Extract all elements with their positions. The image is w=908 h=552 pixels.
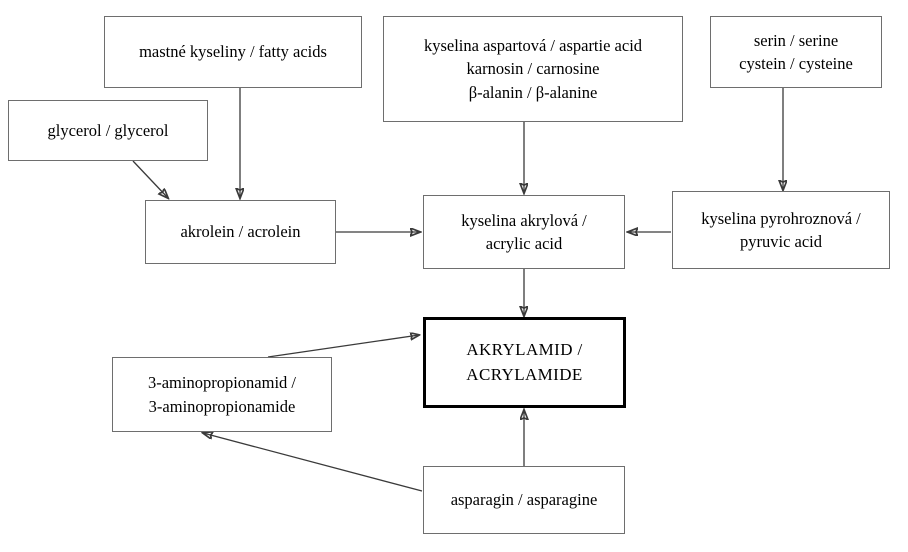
node-pyruvic-acid[interactable]: kyselina pyrohroznová / pyruvic acid — [672, 191, 890, 269]
node-acrylic-acid-line-2: acrylic acid — [485, 234, 563, 253]
node-acrylamide[interactable]: AKRYLAMID / ACRYLAMIDE — [423, 317, 626, 408]
node-acrylamide-line-2: ACRYLAMIDE — [466, 364, 583, 384]
node-aminopropionamide-line-1: 3-aminopropionamid / — [147, 373, 297, 393]
node-pyruvic-acid-line-1: kyselina pyrohroznová / — [701, 208, 861, 228]
node-aminopropionamide[interactable]: 3-aminopropionamid / 3-aminopropionamide — [112, 357, 332, 432]
edge-asparagine-to-aminopropionamide — [203, 433, 423, 492]
node-fatty-acids-line-1: mastné kyseliny / fatty acids — [139, 42, 327, 62]
node-aspartic-line-1: kyselina aspartová / aspartie acid — [423, 35, 643, 55]
node-acrolein-line-1: akrolein / acrolein — [180, 222, 301, 242]
node-aspartic-acid-group[interactable]: kyselina aspartová / aspartie acid karno… — [383, 16, 683, 122]
node-serine-cysteine-line-2: cystein / cysteine — [739, 54, 853, 73]
node-serine-cysteine-line-1: serin / serine — [753, 30, 839, 50]
node-glycerol-line-1: glycerol / glycerol — [47, 120, 169, 140]
node-serine-cysteine[interactable]: serin / serine cystein / cysteine — [710, 16, 882, 88]
node-glycerol[interactable]: glycerol / glycerol — [8, 100, 208, 161]
node-aspartic-line-2: karnosin / carnosine — [466, 59, 600, 79]
node-acrylic-acid-line-1: kyselina akrylová / — [461, 210, 587, 230]
node-fatty-acids[interactable]: mastné kyseliny / fatty acids — [104, 16, 362, 88]
node-asparagine[interactable]: asparagin / asparagine — [423, 466, 625, 534]
edge-aminopropionamide-to-acrylamide — [267, 335, 419, 358]
node-acrylic-acid[interactable]: kyselina akrylová / acrylic acid — [423, 195, 625, 269]
node-aminopropionamide-line-2: 3-aminopropionamide — [148, 396, 296, 416]
node-acrylamide-line-1: AKRYLAMID / — [466, 340, 583, 360]
node-asparagine-line-1: asparagin / asparagine — [450, 490, 598, 510]
node-pyruvic-acid-line-2: pyruvic acid — [739, 232, 822, 251]
node-aspartic-line-3: β-alanin / β-alanine — [468, 82, 598, 102]
node-acrolein[interactable]: akrolein / acrolein — [145, 200, 336, 264]
edge-glycerol-to-acrolein — [132, 160, 168, 198]
